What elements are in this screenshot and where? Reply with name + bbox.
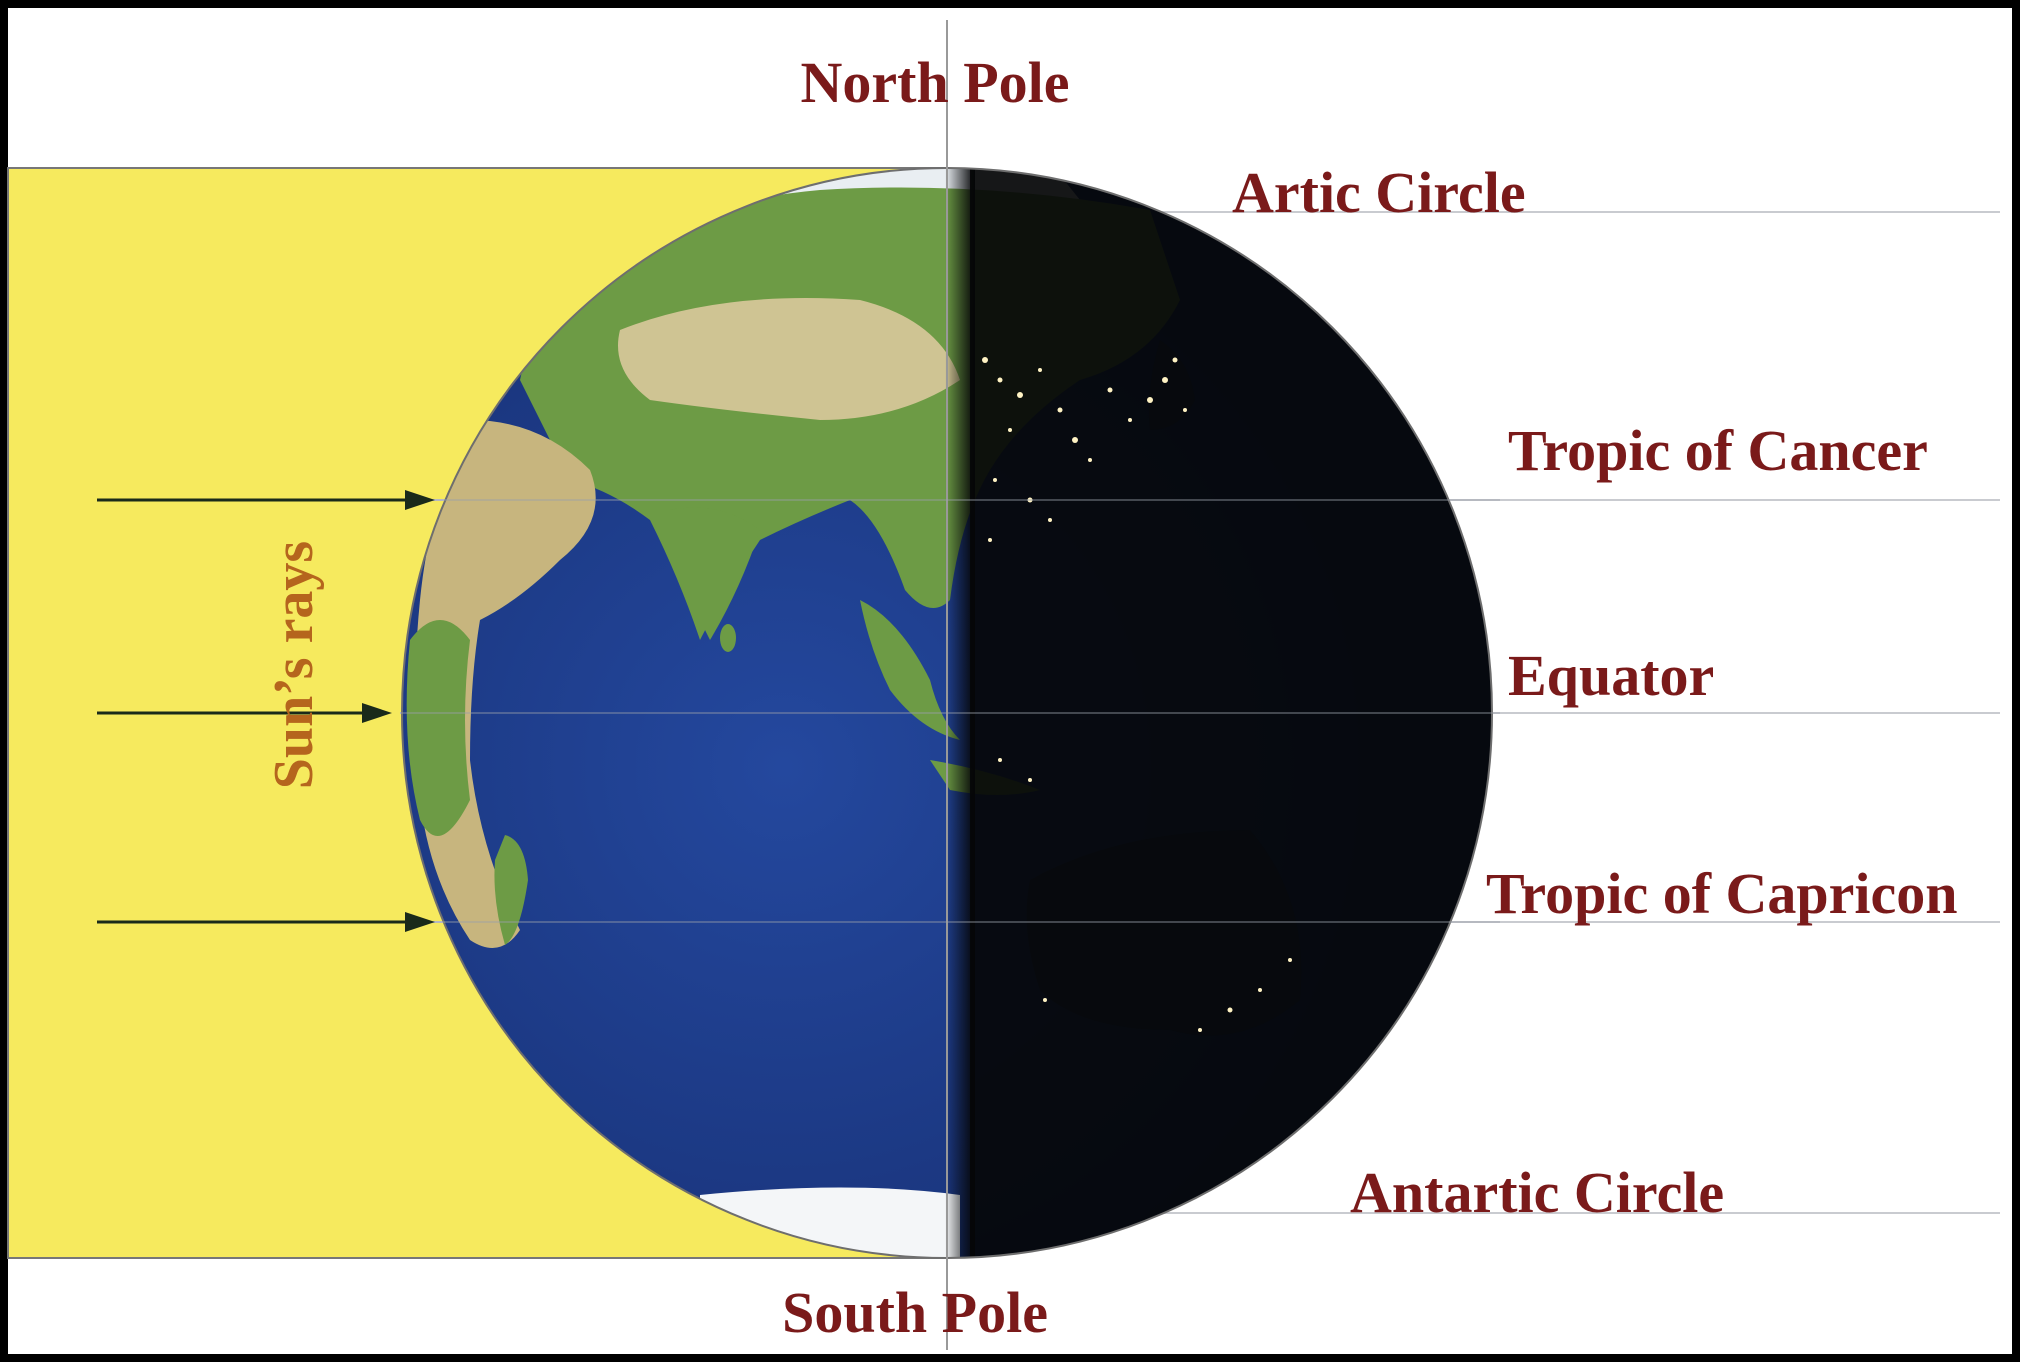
arrowhead-icon [362, 703, 392, 723]
arrowhead-icon [405, 490, 435, 510]
north-pole-label: North Pole [801, 50, 1070, 115]
tropic-of-cancer-label: Tropic of Cancer [1508, 418, 1928, 483]
city-lights [982, 357, 1292, 1032]
sun-ray-arrows [97, 490, 435, 932]
madagascar [494, 835, 528, 945]
central-asia-desert [618, 298, 960, 420]
africa-east-coast [406, 620, 470, 836]
south-pole-label: South Pole [782, 1280, 1048, 1345]
sun-rays-label: Sun’s rays [263, 541, 325, 789]
latitude-lines-overlay [400, 499, 1500, 923]
arctic-circle-label: Artic Circle [1232, 160, 1526, 225]
india [670, 507, 760, 640]
tropic-of-capricorn-label: Tropic of Capricon [1486, 861, 1958, 926]
arrowhead-icon [405, 912, 435, 932]
equator-label: Equator [1508, 643, 1714, 708]
malay-peninsula [860, 600, 960, 740]
antarctic-circle-label: Antartic Circle [1350, 1160, 1724, 1225]
sri-lanka [720, 624, 736, 652]
